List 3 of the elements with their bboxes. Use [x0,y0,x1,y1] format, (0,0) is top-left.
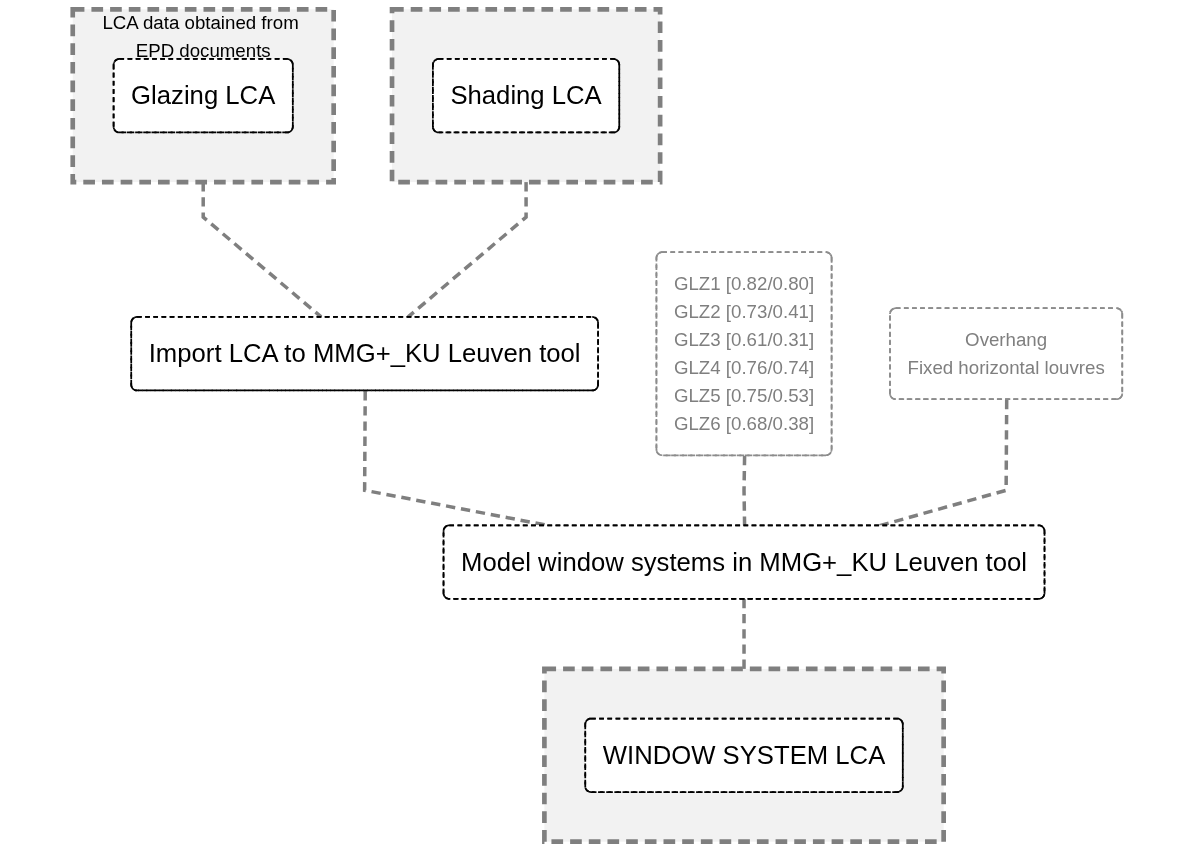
cluster [389,7,663,185]
connector [742,455,747,526]
cluster [542,666,946,844]
